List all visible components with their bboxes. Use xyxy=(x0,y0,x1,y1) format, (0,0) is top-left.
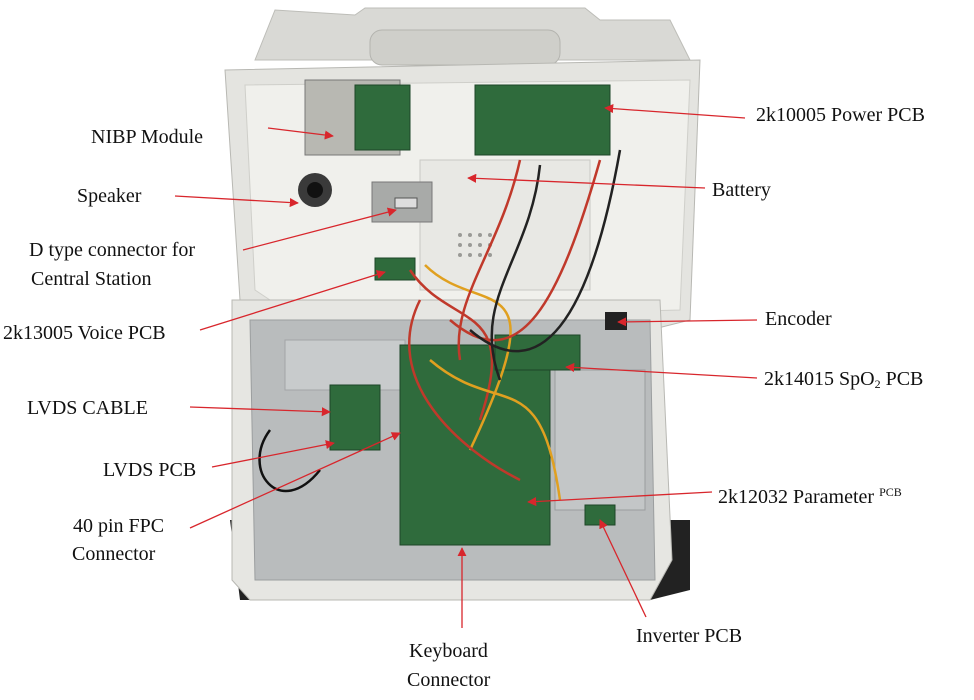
upper-case xyxy=(224,7,701,331)
arrow-d-connector xyxy=(242,207,397,251)
label-d-connector-line1: D type connector for xyxy=(29,239,196,261)
lvds-pcb-board xyxy=(329,384,381,451)
label-keyboard-line1: Keyboard xyxy=(409,640,488,662)
label-inverter-pcb: Inverter PCB xyxy=(636,625,743,647)
arrow-lvds-cable xyxy=(189,406,331,417)
arrow-lvds-pcb xyxy=(211,440,335,468)
label-d-connector-line2: Central Station xyxy=(31,268,152,290)
arrow-power-pcb xyxy=(604,104,746,119)
label-voice-pcb: 2k13005 Voice PCB xyxy=(3,322,166,344)
label-spo2-subscript: 2 xyxy=(874,377,881,391)
arrow-battery xyxy=(467,173,706,189)
label-parameter-pcb: 2k12032 Parameter PCB xyxy=(718,480,902,509)
label-power-pcb: 2k10005 Power PCB xyxy=(756,104,925,126)
label-fpc-line2: Connector xyxy=(72,543,156,565)
arrow-speaker xyxy=(174,195,299,208)
label-speaker: Speaker xyxy=(77,185,142,207)
power-pcb-board xyxy=(474,84,611,156)
label-keyboard-line2: Connector xyxy=(407,669,491,691)
wiring xyxy=(258,149,622,501)
arrow-parameter xyxy=(527,491,713,507)
arrow-voice-pcb xyxy=(199,270,386,331)
label-nibp-module: NIBP Module xyxy=(91,126,204,148)
arrow-nibp xyxy=(267,127,334,140)
label-parameter-prefix: 2k12032 Parameter xyxy=(718,486,880,508)
label-lvds-cable: LVDS CABLE xyxy=(27,397,148,419)
arrow-encoder xyxy=(617,317,758,327)
label-lvds-pcb: LVDS PCB xyxy=(103,459,197,481)
arrow-fpc xyxy=(189,432,401,529)
label-parameter-pcb-superscript: PCB xyxy=(879,485,902,499)
label-spo2-suffix: PCB xyxy=(880,368,924,390)
label-spo2-prefix: 2k14015 SpO xyxy=(764,368,875,390)
label-fpc-line1: 40 pin FPC xyxy=(73,515,165,537)
label-spo2-pcb: 2k14015 SpO2 PCB xyxy=(764,367,923,396)
arrow-spo2 xyxy=(565,362,758,379)
arrow-inverter xyxy=(599,519,647,618)
label-battery: Battery xyxy=(712,179,771,201)
label-encoder: Encoder xyxy=(765,308,832,330)
callout-arrows xyxy=(174,104,758,628)
handle xyxy=(369,29,561,66)
shield-can xyxy=(554,369,646,511)
parameter-pcb-board xyxy=(399,344,551,546)
